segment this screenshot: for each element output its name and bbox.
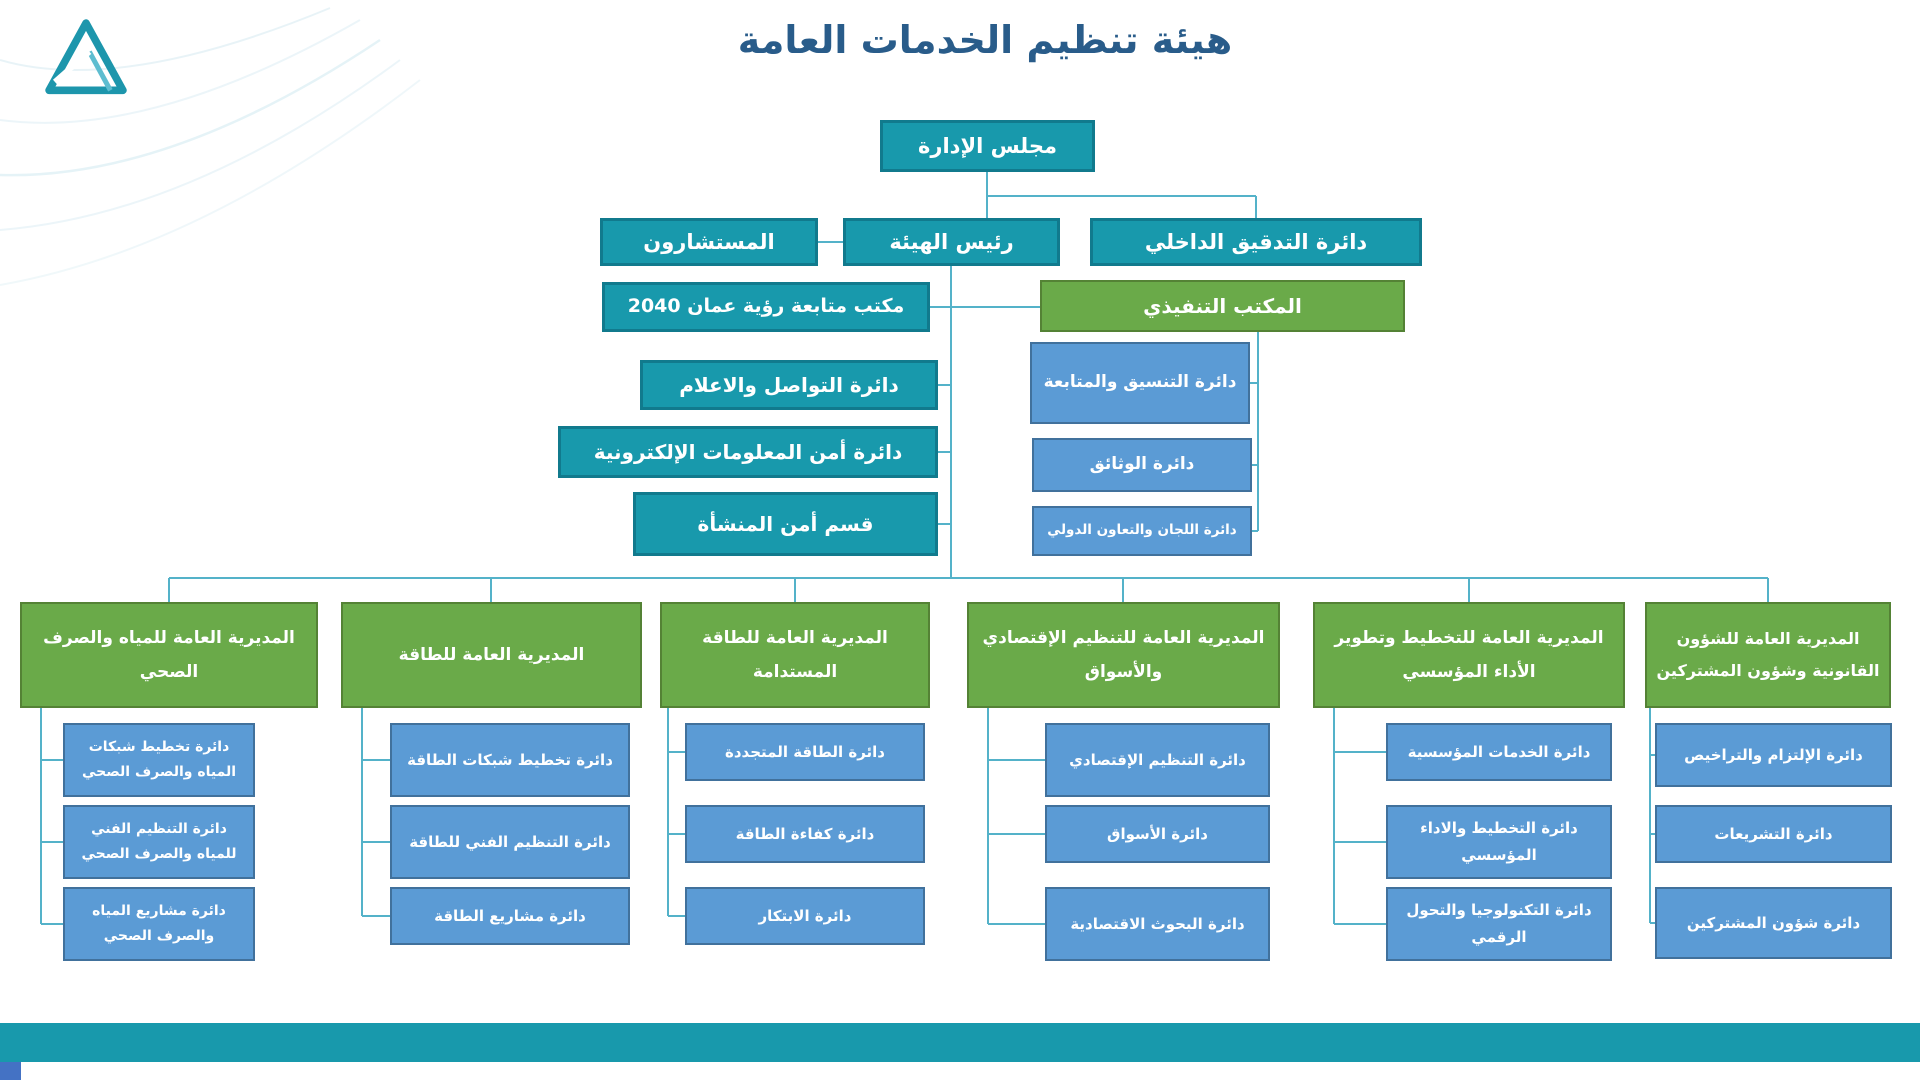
department-box: دائرة مشاريع المياه والصرف الصحي bbox=[63, 887, 255, 961]
org-box-coordination-followup: دائرة التنسيق والمتابعة bbox=[1030, 342, 1250, 424]
org-box-executive-office: المكتب التنفيذي bbox=[1040, 280, 1405, 332]
org-box-consultants: المستشارون bbox=[600, 218, 818, 266]
department-box: دائرة الطاقة المتجددة bbox=[685, 723, 925, 781]
department-box: دائرة التشريعات bbox=[1655, 805, 1892, 863]
department-box: دائرة تخطيط شبكات الطاقة bbox=[390, 723, 630, 797]
directorate-energy: المديرية العامة للطاقة bbox=[341, 602, 642, 708]
department-box: دائرة تخطيط شبكات المياه والصرف الصحي bbox=[63, 723, 255, 797]
org-box-committees-intl-cooperation: دائرة اللجان والتعاون الدولي bbox=[1032, 506, 1252, 556]
directorate-sustainable-energy: المديرية العامة للطاقة المستدامة bbox=[660, 602, 930, 708]
department-box: دائرة البحوث الاقتصادية bbox=[1045, 887, 1270, 961]
footer-band bbox=[0, 1023, 1920, 1062]
department-box: دائرة كفاءة الطاقة bbox=[685, 805, 925, 863]
department-box: دائرة التنظيم الفني للمياه والصرف الصحي bbox=[63, 805, 255, 879]
org-box-board: مجلس الإدارة bbox=[880, 120, 1095, 172]
org-box-documents: دائرة الوثائق bbox=[1032, 438, 1252, 492]
org-box-facility-security: قسم أمن المنشأة bbox=[633, 492, 938, 556]
department-box: دائرة التكنولوجيا والتحول الرقمي bbox=[1386, 887, 1612, 961]
org-box-chairman: رئيس الهيئة bbox=[843, 218, 1060, 266]
department-box: دائرة الابتكار bbox=[685, 887, 925, 945]
org-box-vision-2040-office: مكتب متابعة رؤية عمان 2040 bbox=[602, 282, 930, 332]
department-box: دائرة شؤون المشتركين bbox=[1655, 887, 1892, 959]
org-box-internal-audit: دائرة التدقيق الداخلي bbox=[1090, 218, 1422, 266]
directorate-water-wastewater: المديرية العامة للمياه والصرف الصحي bbox=[20, 602, 318, 708]
org-box-infosec: دائرة أمن المعلومات الإلكترونية bbox=[558, 426, 938, 478]
department-box: دائرة الإلتزام والتراخيص bbox=[1655, 723, 1892, 787]
department-box: دائرة الأسواق bbox=[1045, 805, 1270, 863]
directorate-legal-subscribers: المديرية العامة للشؤون القانونية وشؤون ا… bbox=[1645, 602, 1891, 708]
directorate-planning-institutional-performance: المديرية العامة للتخطيط وتطوير الأداء ال… bbox=[1313, 602, 1625, 708]
directorate-economic-regulation-markets: المديرية العامة للتنظيم الإقتصادي والأسو… bbox=[967, 602, 1280, 708]
department-box: دائرة التنظيم الإقتصادي bbox=[1045, 723, 1270, 797]
department-box: دائرة مشاريع الطاقة bbox=[390, 887, 630, 945]
department-box: دائرة الخدمات المؤسسية bbox=[1386, 723, 1612, 781]
department-box: دائرة التنظيم الفني للطاقة bbox=[390, 805, 630, 879]
org-box-communication-media: دائرة التواصل والاعلام bbox=[640, 360, 938, 410]
department-box: دائرة التخطيط والاداء المؤسسي bbox=[1386, 805, 1612, 879]
page-title: هيئة تنظيم الخدمات العامة bbox=[737, 18, 1233, 62]
logo-triangle-icon bbox=[45, 19, 127, 95]
footer-accent-square bbox=[0, 1062, 21, 1080]
